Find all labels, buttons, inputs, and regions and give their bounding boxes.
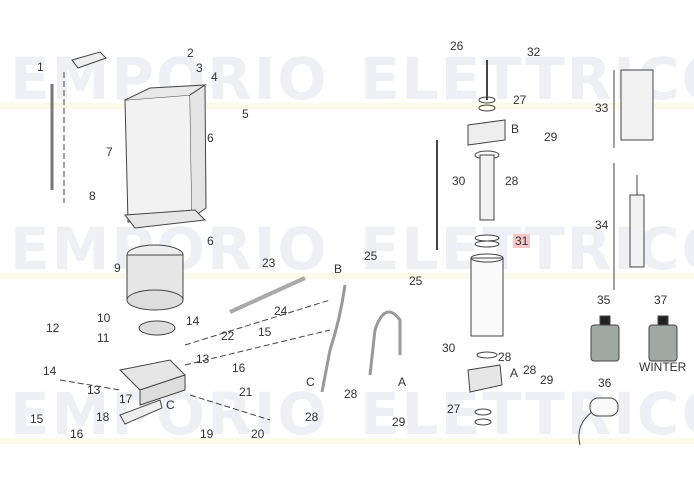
- part-label-13: 13: [196, 352, 210, 366]
- part-label-33: 33: [595, 101, 609, 115]
- part-label-31-highlighted[interactable]: 31: [513, 234, 531, 248]
- part-label-4: 4: [211, 70, 218, 84]
- watermark-band: [0, 103, 694, 109]
- port-label-a: A: [398, 375, 407, 389]
- part-label-15: 15: [30, 412, 44, 426]
- part-label-7: 7: [106, 145, 113, 159]
- part-label-25: 25: [364, 249, 378, 263]
- part-label-29: 29: [544, 130, 558, 144]
- port-label-a: A: [510, 366, 519, 380]
- part-label-27: 27: [513, 93, 527, 107]
- part-label-30: 30: [442, 341, 456, 355]
- part-label-28: 28: [505, 174, 519, 188]
- part-label-11: 11: [97, 331, 110, 345]
- part-label-9: 9: [114, 261, 121, 275]
- watermark-right-3: ELETTRICO: [360, 380, 694, 448]
- part-label-28: 28: [305, 410, 319, 424]
- part-label-18: 18: [96, 410, 110, 424]
- part-label-5: 5: [242, 107, 249, 121]
- part-label-37: 37: [654, 293, 668, 307]
- port-label-b: B: [334, 262, 343, 276]
- part-label-2: 2: [187, 46, 194, 60]
- part-label-6: 6: [207, 131, 214, 145]
- port-label-c: C: [166, 398, 175, 412]
- part-label-25: 25: [409, 274, 423, 288]
- part-label-20: 20: [251, 427, 265, 441]
- watermark-band: [0, 273, 694, 279]
- part-label-35: 35: [597, 293, 611, 307]
- part-label-1: 1: [37, 60, 44, 74]
- part-label-12: 12: [46, 321, 60, 335]
- part-label-28: 28: [523, 363, 537, 377]
- part-label-24: 24: [274, 304, 288, 318]
- winter-oil-label: WINTER: [639, 360, 687, 374]
- part-label-22: 22: [221, 329, 235, 343]
- part-label-8: 8: [89, 189, 96, 203]
- part-label-10: 10: [97, 311, 111, 325]
- part-label-26: 26: [450, 39, 464, 53]
- part-label-23: 23: [262, 256, 276, 270]
- part-label-16: 16: [232, 361, 246, 375]
- part-label-36: 36: [598, 376, 612, 390]
- part-label-14: 14: [43, 364, 57, 378]
- port-label-c: C: [306, 375, 315, 389]
- part-label-34: 34: [595, 218, 609, 232]
- part-label-19: 19: [200, 427, 214, 441]
- part-label-16: 16: [70, 427, 84, 441]
- part-label-3: 3: [196, 61, 203, 75]
- part-label-21: 21: [239, 385, 253, 399]
- part-label-27: 27: [447, 402, 461, 416]
- part-label-17: 17: [119, 392, 133, 406]
- part-label-6: 6: [207, 234, 214, 248]
- part-label-29: 29: [540, 373, 554, 387]
- part-label-28: 28: [344, 387, 358, 401]
- port-label-b: B: [511, 122, 520, 136]
- part-label-15: 15: [258, 325, 272, 339]
- part-label-29: 29: [392, 415, 406, 429]
- part-label-28: 28: [498, 350, 512, 364]
- part-label-30: 30: [452, 174, 466, 188]
- part-label-13: 13: [87, 383, 101, 397]
- watermark-band: [0, 438, 694, 444]
- part-label-14: 14: [186, 314, 200, 328]
- part-label-32: 32: [527, 45, 541, 59]
